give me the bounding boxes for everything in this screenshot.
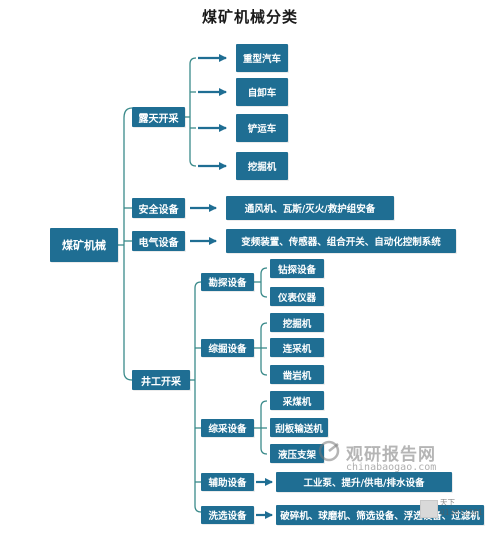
underground-sub-excavation: 综掘设备 — [201, 339, 254, 357]
excavation-item: 凿岩机 — [270, 365, 324, 384]
underground-sub-mining: 综采设备 — [201, 419, 254, 437]
open-pit-item: 铲运车 — [236, 114, 288, 142]
open-pit-item: 自卸车 — [236, 78, 288, 106]
watermark-credit: 天下 013672581 — [440, 498, 483, 518]
watermark-url: chinabaogao.com — [346, 462, 437, 473]
underground-sub-auxiliary: 辅助设备 — [201, 473, 254, 491]
category-safety: 安全设备 — [132, 198, 185, 218]
underground-sub-washing: 洗选设备 — [201, 506, 254, 524]
auxiliary-items: 工业泵、提升/供电/排水设备 — [276, 472, 452, 492]
drilling-item: 钻探设备 — [270, 259, 324, 278]
underground-sub-drilling: 勘探设备 — [201, 273, 254, 291]
open-pit-item: 挖掘机 — [236, 152, 288, 180]
excavation-item: 挖掘机 — [270, 313, 324, 332]
watermark-logo-icon — [318, 440, 340, 462]
mining-item: 采煤机 — [270, 391, 324, 410]
excavation-item: 连采机 — [270, 338, 324, 357]
mining-item: 液压支架 — [270, 444, 324, 463]
category-open-pit: 露天开采 — [132, 107, 185, 127]
diagram-title: 煤矿机械分类 — [201, 8, 298, 26]
safety-items: 通风机、瓦斯/灭火/救护组安备 — [226, 196, 394, 220]
category-underground: 井工开采 — [132, 370, 190, 390]
watermark-credit-line: 天下 — [440, 498, 455, 507]
category-electrical: 电气设备 — [132, 231, 185, 251]
avatar — [420, 500, 438, 518]
watermark: 观研报告网 chinabaogao.com 天下 013672581 — [318, 440, 500, 535]
electrical-items: 变频装置、传感器、组合开关、自动化控制系统 — [226, 229, 456, 253]
mining-item: 刮板输送机 — [270, 418, 328, 437]
open-pit-item: 重型汽车 — [236, 44, 288, 72]
watermark-name: 观研报告网 — [346, 445, 436, 465]
root-node: 煤矿机械 — [50, 228, 118, 262]
drilling-item: 仪表仪器 — [270, 287, 324, 306]
watermark-credit-line: 013672581 — [440, 508, 483, 517]
